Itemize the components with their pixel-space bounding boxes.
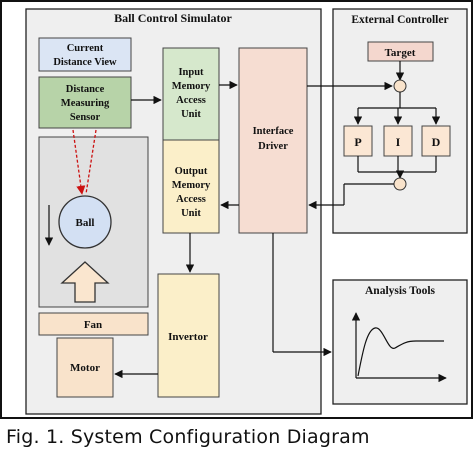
ball-label: Ball	[76, 217, 95, 229]
distance-sensor-box	[38, 76, 132, 129]
interface-driver-box	[238, 47, 308, 234]
summing-junction-bottom-icon	[393, 177, 407, 191]
distance-sensor-line1: Distance	[66, 84, 105, 95]
output-mau-line4: Unit	[181, 208, 201, 219]
i-label: I	[396, 135, 401, 149]
fan-label: Fan	[84, 319, 102, 331]
summing-junction-top-icon	[393, 79, 407, 93]
interface-driver-line1: Interface	[253, 126, 294, 137]
output-mau-line3: Access	[176, 194, 206, 205]
current-distance-view-box	[38, 37, 132, 72]
current-distance-view-line2: Distance View	[53, 57, 117, 68]
system-diagram: Ball Control Simulator Current Distance …	[0, 0, 473, 419]
distance-sensor-line2: Measuring	[61, 98, 110, 109]
ball-circle	[58, 195, 112, 249]
invertor-label: Invertor	[168, 331, 208, 343]
interface-driver-line2: Driver	[258, 141, 288, 152]
analysis-tools-panel	[332, 279, 468, 405]
output-mau-line2: Memory	[172, 180, 211, 191]
ball-control-simulator-title: Ball Control Simulator	[114, 11, 232, 25]
motor-box	[56, 337, 114, 398]
output-mau-line1: Output	[175, 166, 208, 177]
i-box	[383, 125, 413, 157]
input-mau-line2: Memory	[172, 81, 211, 92]
d-label: D	[432, 135, 441, 149]
p-label: P	[354, 135, 361, 149]
input-mau-line3: Access	[176, 95, 206, 106]
diagram-canvas: Ball Control Simulator Current Distance …	[0, 0, 473, 419]
current-distance-view-line1: Current	[67, 43, 104, 54]
sensor-ray-return	[85, 129, 97, 195]
motor-label: Motor	[70, 362, 100, 374]
sensor-ray-emit	[72, 129, 86, 195]
step-response-curve	[357, 327, 444, 377]
external-controller-title: External Controller	[351, 14, 448, 26]
invertor-box	[157, 273, 220, 398]
input-mau-line1: Input	[178, 67, 204, 78]
p-box	[343, 125, 373, 157]
input-mau-line4: Unit	[181, 109, 201, 120]
target-label: Target	[385, 47, 416, 59]
input-memory-access-unit-box	[162, 47, 220, 141]
d-box	[421, 125, 451, 157]
output-memory-access-unit-box	[162, 139, 220, 234]
analysis-tools-title: Analysis Tools	[365, 285, 436, 297]
fan-box	[38, 312, 149, 336]
figure-caption: Fig. 1. System Configuration Diagram	[6, 426, 370, 448]
airflow-up-arrow-icon	[60, 261, 110, 303]
distance-sensor-line3: Sensor	[70, 112, 101, 123]
